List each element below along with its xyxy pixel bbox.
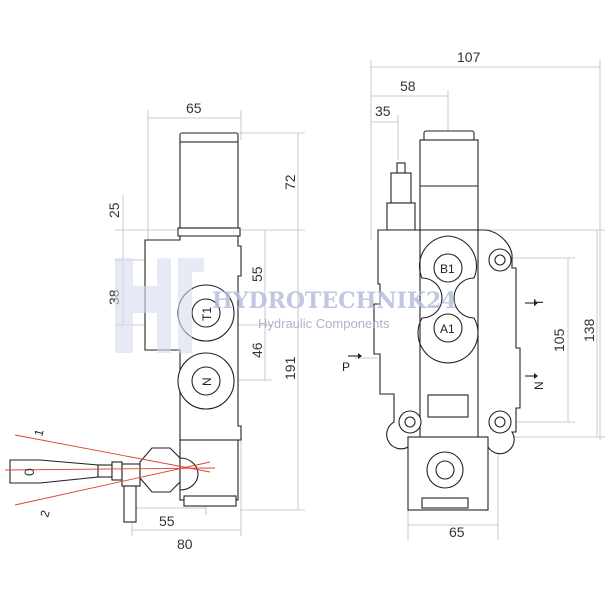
dim-spacing-55: 55 xyxy=(249,266,265,282)
bottom-cap-front xyxy=(421,497,469,509)
lever-nut-2 xyxy=(111,461,123,481)
dim-bolt-105: 105 xyxy=(551,328,567,352)
port-p-label: P xyxy=(342,360,350,374)
watermark: HYDROTECHNIK24 Hydraulic Components xyxy=(115,258,457,353)
dim-width-107: 107 xyxy=(457,49,481,65)
lever-pivot xyxy=(121,463,141,487)
solenoid-flange xyxy=(177,227,241,237)
fitting-thread xyxy=(396,162,406,174)
lever-pin xyxy=(123,485,137,523)
watermark-brand: HYDROTECHNIK24 xyxy=(212,288,457,314)
pressure-port-label: P xyxy=(342,353,362,374)
dim-height-138: 138 xyxy=(581,318,597,342)
solenoid-body-front xyxy=(419,139,479,231)
port-n-side-label: N xyxy=(200,377,214,386)
name-plate xyxy=(427,394,469,418)
watermark-tagline: Hydraulic Components xyxy=(258,316,390,331)
fitting-nut xyxy=(386,202,416,231)
port-t-label: T xyxy=(532,298,546,306)
spool-cap xyxy=(426,451,464,489)
port-b1-label: B1 xyxy=(440,262,455,276)
watermark-logo xyxy=(115,258,204,353)
fitting-body xyxy=(390,172,412,204)
dim-offset-25: 25 xyxy=(106,202,122,218)
port-b1: B1 xyxy=(433,253,463,283)
right-view: 107 58 35 105 138 65 B1 A1 xyxy=(342,49,605,540)
lever-position-1: 1 xyxy=(31,427,46,437)
port-a1: A1 xyxy=(433,313,463,343)
dim-lever-80: 80 xyxy=(177,536,193,552)
dim-height-191: 191 xyxy=(282,356,298,380)
dim-offset-35: 35 xyxy=(375,103,391,119)
dim-width-65: 65 xyxy=(186,100,202,116)
dim-width-65-bottom: 65 xyxy=(449,524,465,540)
lever-position-2: 2 xyxy=(37,508,52,518)
tank-port-label: T xyxy=(525,298,546,306)
port-n-side: N xyxy=(177,352,235,410)
lever-nut xyxy=(97,464,113,478)
port-t1-label: T1 xyxy=(200,307,214,321)
dim-offset-58: 58 xyxy=(400,78,416,94)
bottom-cap xyxy=(183,495,237,507)
port-a1-label: A1 xyxy=(440,322,455,336)
port-block-outline xyxy=(417,235,479,364)
neutral-port-label: N xyxy=(525,373,546,390)
mounting-holes xyxy=(398,248,512,434)
lever-position-0: 0 xyxy=(21,468,37,476)
port-n-label: N xyxy=(532,381,546,390)
dim-lever-55: 55 xyxy=(159,513,175,529)
dim-solenoid-72: 72 xyxy=(282,174,298,190)
dim-spacing-46: 46 xyxy=(249,342,265,358)
lever-assembly[interactable]: 1 0 2 xyxy=(4,427,216,523)
solenoid-body xyxy=(179,141,239,229)
